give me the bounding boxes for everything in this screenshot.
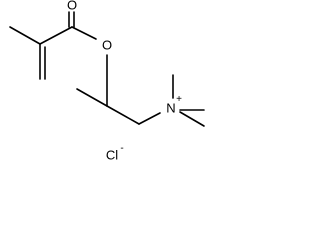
bond-c5-n (138, 112, 161, 125)
bond-c2-methyl (9, 26, 41, 45)
bond-n-methyl-down (179, 111, 205, 127)
nitrogen-charge: + (176, 94, 182, 105)
chloride-charge: - (120, 143, 123, 154)
bond-c2-c3 (39, 26, 73, 45)
chemical-structure-diagram: O O N + Cl - (9, 0, 205, 162)
nitrogen-label: N (166, 100, 175, 115)
bond-c3-ester-o (71, 26, 97, 40)
ester-oxygen-label: O (102, 37, 112, 52)
bond-c4-c5 (106, 105, 140, 125)
chloride-label: Cl (106, 147, 118, 162)
bond-c4-methyl (76, 88, 108, 107)
carbonyl-oxygen-label: O (67, 0, 77, 12)
